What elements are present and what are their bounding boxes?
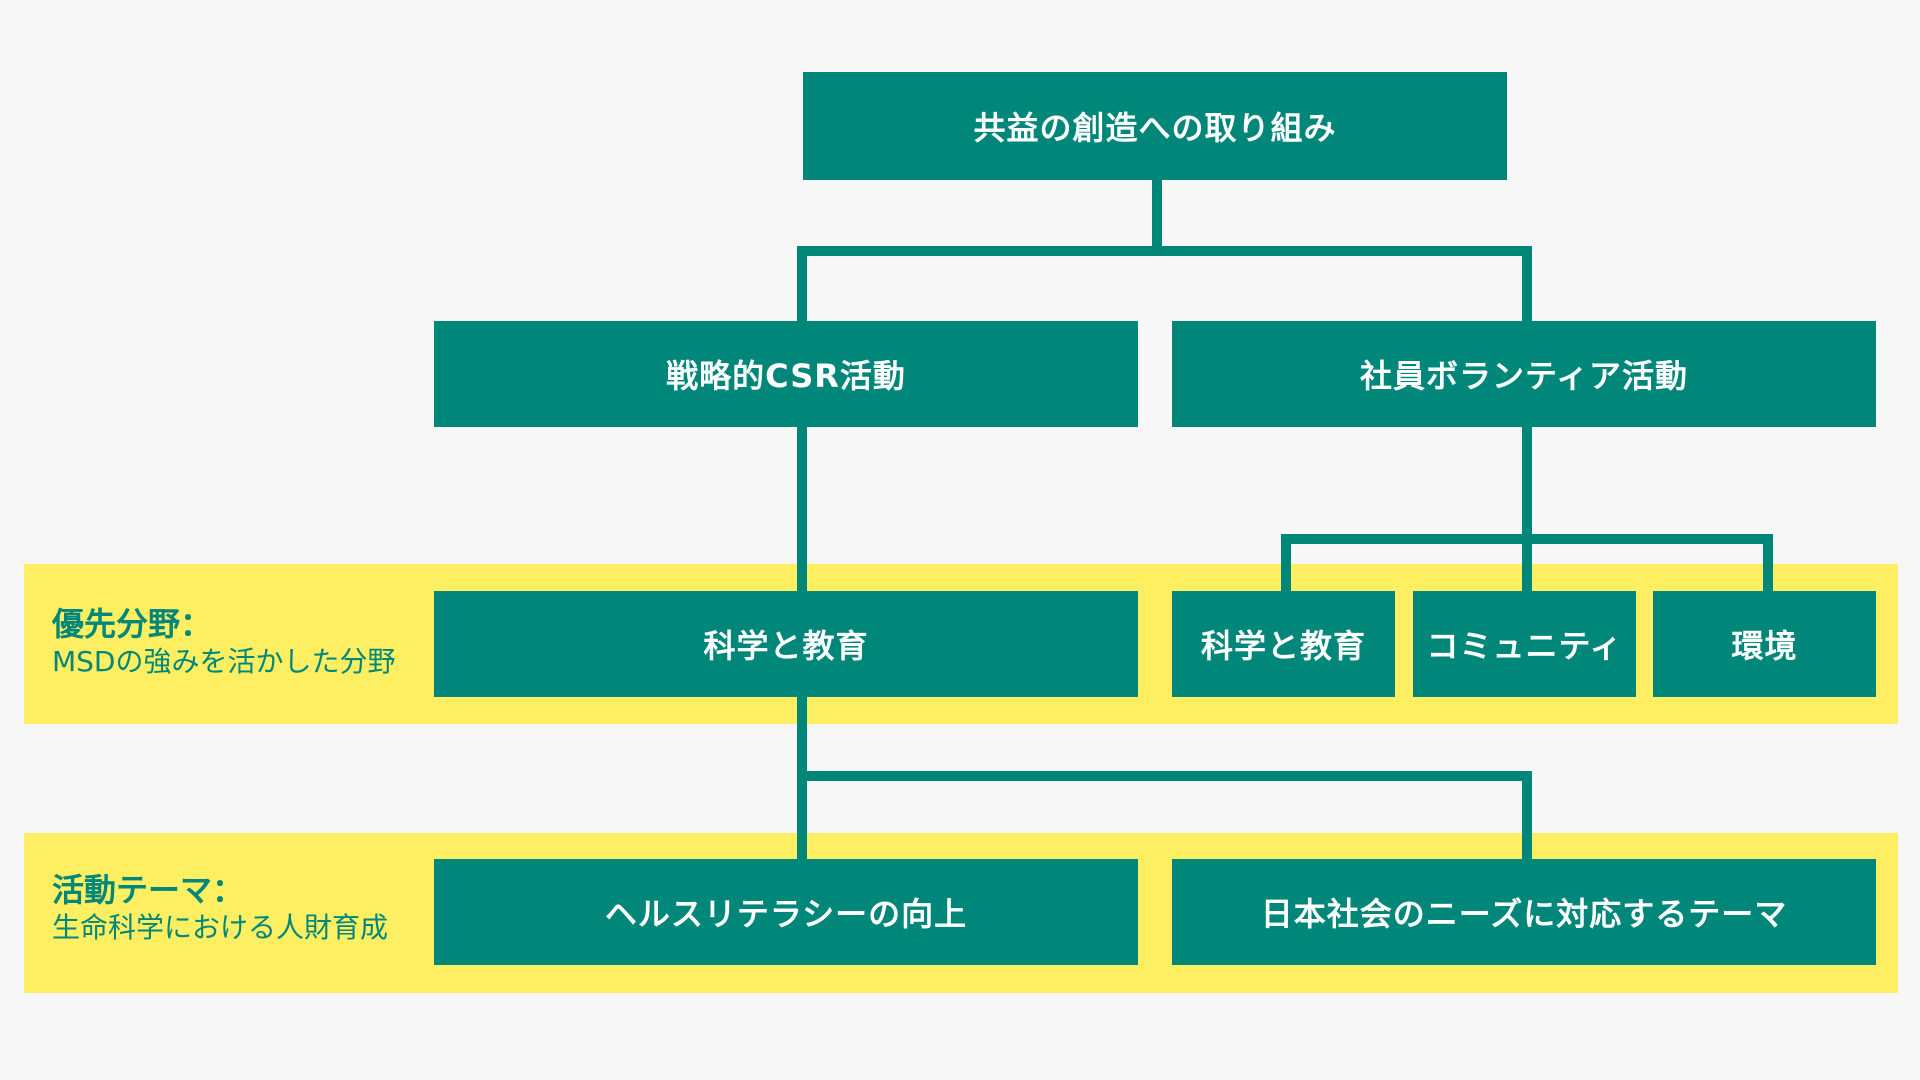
employee-volunteer-box: 社員ボランティア活動 [1172,321,1876,427]
priority-subtitle: MSDの強みを活かした分野 [52,645,396,678]
connector-volunteer-right-drop [1763,534,1773,591]
priority-title: 優先分野： [52,605,213,643]
strategic-csr-box: 戦略的CSR活動 [434,321,1138,427]
connector-themes-right-drop [1522,771,1532,859]
connector-volunteer-left-drop [1281,534,1291,591]
theme-box-japan-needs: 日本社会のニーズに対応するテーマ [1172,859,1876,965]
theme-subtitle: 生命科学における人財育成 [52,911,389,944]
connector-left-down [797,246,807,321]
root-box: 共益の創造への取り組み [803,72,1507,180]
priority-volunteer-box-science: 科学と教育 [1172,591,1395,697]
connector-right-down [1522,246,1532,321]
connector-level1-horizontal [797,246,1532,256]
theme-label: 活動テーマ： 生命科学における人財育成 [52,870,388,946]
priority-volunteer-box-community: コミュニティ [1413,591,1636,697]
theme-title: 活動テーマ： [52,871,245,909]
connector-root-down [1152,180,1162,250]
theme-box-health-literacy: ヘルスリテラシーの向上 [434,859,1138,965]
priority-volunteer-box-environment: 環境 [1653,591,1876,697]
priority-label: 優先分野： MSDの強みを活かした分野 [52,604,396,680]
connector-themes-horizontal [797,771,1532,781]
connector-volunteer-down [1522,427,1532,591]
connector-strategic-to-priority [797,427,807,591]
connector-volunteer-horizontal [1281,534,1773,544]
priority-strategic-box: 科学と教育 [434,591,1138,697]
